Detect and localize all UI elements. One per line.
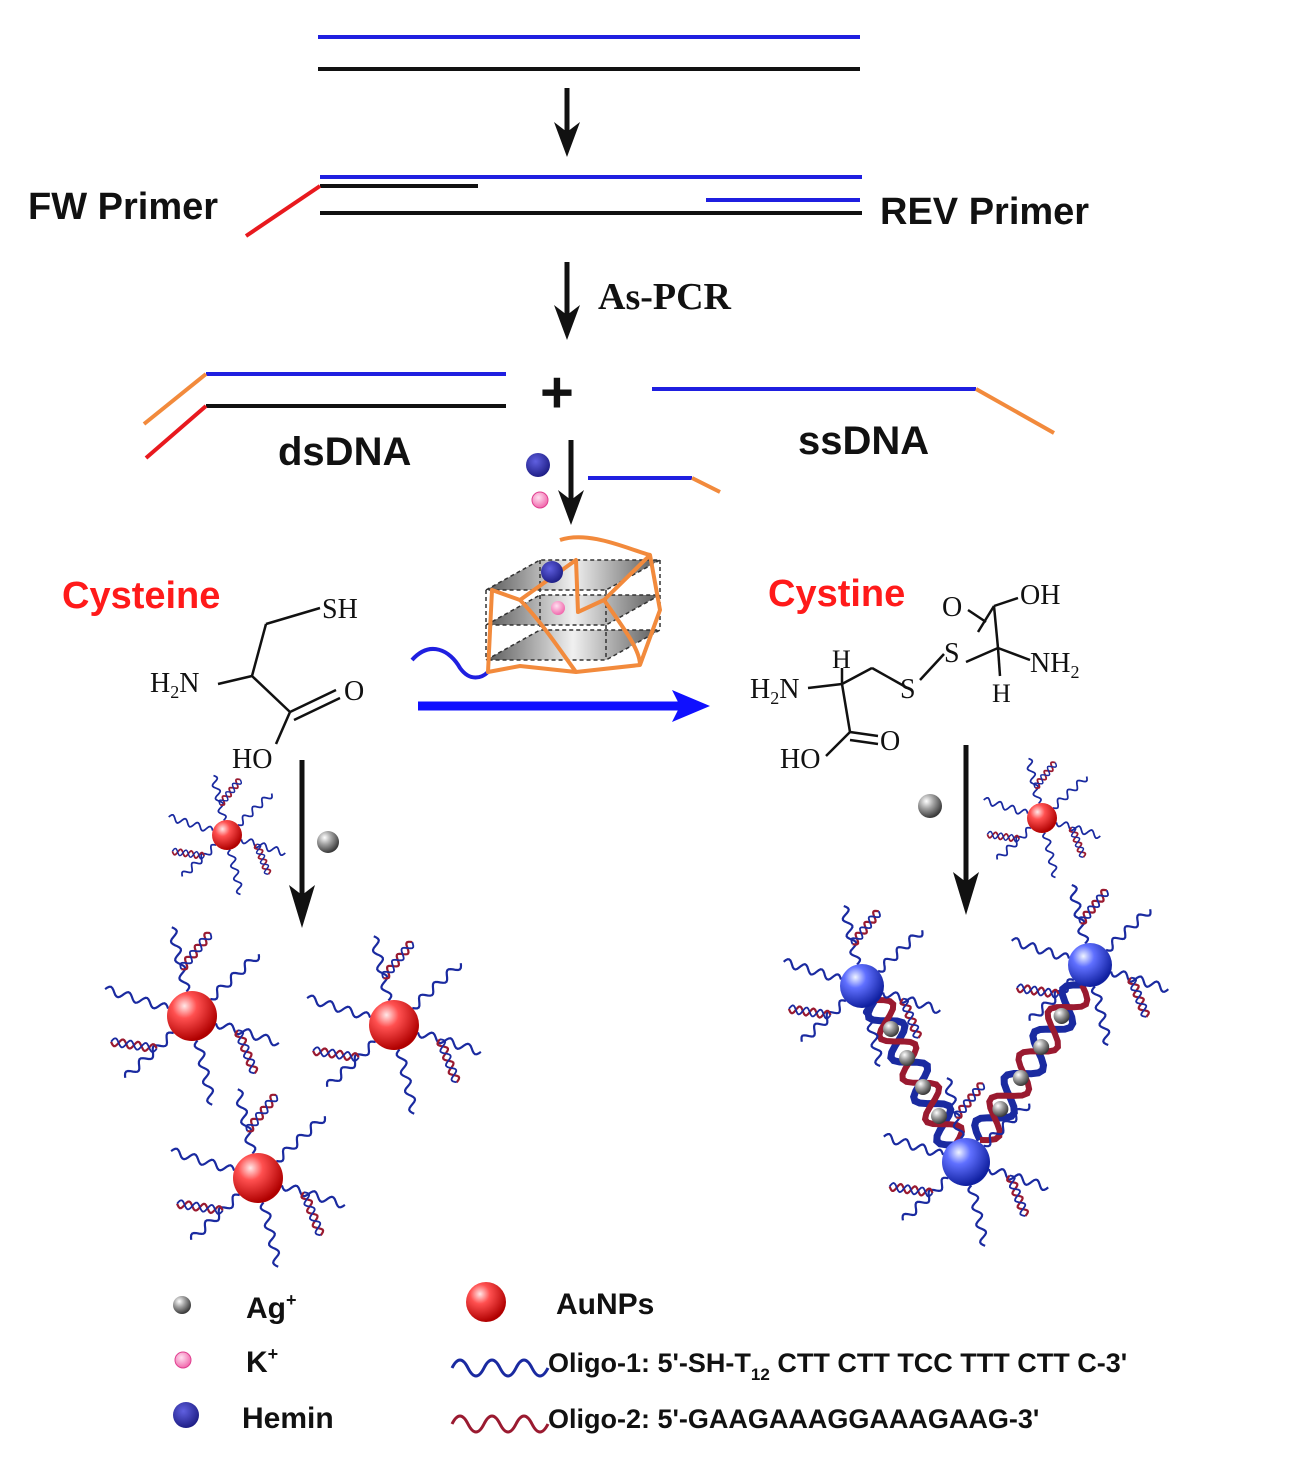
cystine-s2: S	[900, 674, 916, 705]
arrow-down-right	[953, 745, 979, 915]
aunp-aggregated-1	[783, 904, 941, 1068]
legend-oligo1-icon	[450, 1358, 550, 1378]
legend-k-icon	[174, 1351, 192, 1369]
dsdna-product	[142, 372, 506, 460]
cysteine-label: Cysteine	[62, 575, 220, 617]
primer-annealing	[244, 175, 862, 238]
cystine-structure	[807, 596, 1031, 757]
g-quadruplex-dnazyme	[410, 535, 663, 680]
fw-primer-tail	[244, 184, 322, 238]
aunp-aggregated-3	[883, 1077, 1049, 1247]
legend: Ag+ K+ Hemin AuNPs Oligo-1: 5'-SH-T12 CT…	[173, 1282, 1127, 1435]
cystine-o-lower: O	[880, 726, 900, 757]
legend-ag-label: Ag+	[246, 1290, 297, 1325]
ag-mediated-duplexes	[864, 981, 1091, 1149]
dsdna-label: dsDNA	[278, 430, 411, 474]
aunp-small-left	[168, 774, 286, 896]
ssdna-product	[652, 387, 1055, 435]
aunp-aggregated-2	[1011, 883, 1169, 1047]
cysteine-sh: SH	[322, 594, 358, 625]
k-ion-icon	[531, 491, 549, 509]
template-dsdna	[318, 35, 860, 71]
cysteine-ho: HO	[232, 744, 272, 775]
arrow-down-left	[289, 760, 315, 928]
ssdna-label: ssDNA	[798, 419, 929, 463]
cysteine-h2n: H2N	[150, 668, 199, 702]
cysteine-structure	[217, 606, 341, 745]
aunp-dispersed-3	[170, 1088, 346, 1268]
cystine-ho: HO	[780, 744, 820, 775]
legend-k-label: K+	[246, 1344, 278, 1379]
cystine-o: O	[942, 592, 962, 623]
cystine-nh2: NH2	[1030, 648, 1079, 682]
hemin-bound-icon	[541, 561, 563, 583]
as-pcr-label: As-PCR	[598, 276, 732, 318]
legend-hemin-icon	[173, 1402, 199, 1428]
arrow-down-2	[554, 262, 580, 340]
arrow-down-3	[558, 440, 584, 525]
legend-oligo1-label: Oligo-1: 5'-SH-T12 CTT CTT TCC TTT CTT C…	[548, 1348, 1127, 1384]
aunp-dispersed-1	[104, 926, 280, 1106]
cystine-s1: S	[944, 638, 960, 669]
cysteine-o: O	[344, 676, 364, 707]
cystine-h-top: H	[832, 645, 851, 674]
arrow-down-1	[554, 88, 580, 157]
cystine-oh: OH	[1020, 580, 1060, 611]
oxidation-arrow	[418, 690, 710, 722]
aunp-dispersed-2	[306, 935, 482, 1115]
k-ion-bound-icon	[551, 601, 565, 615]
legend-hemin-label: Hemin	[242, 1402, 334, 1435]
hemin-icon	[526, 453, 550, 477]
fw-primer-label: FW Primer	[28, 186, 218, 228]
ag-ion-right-icon	[918, 794, 942, 818]
legend-ag-icon	[173, 1296, 191, 1314]
legend-aunp-label: AuNPs	[556, 1288, 654, 1321]
rev-primer-label: REV Primer	[880, 191, 1089, 233]
cystine-label: Cystine	[768, 573, 905, 615]
legend-oligo2-icon	[450, 1414, 550, 1434]
cystine-h2n: H2N	[750, 674, 799, 708]
aunp-small-right	[983, 757, 1101, 879]
ssdna-fragment	[588, 476, 721, 494]
cystine-h-bottom: H	[992, 679, 1011, 708]
plus-sign: +	[540, 360, 574, 425]
legend-aunp-icon	[466, 1282, 506, 1322]
ag-ion-left-icon	[317, 831, 339, 853]
legend-oligo2-label: Oligo-2: 5'-GAAGAAAGGAAAGAAG-3'	[548, 1404, 1039, 1434]
